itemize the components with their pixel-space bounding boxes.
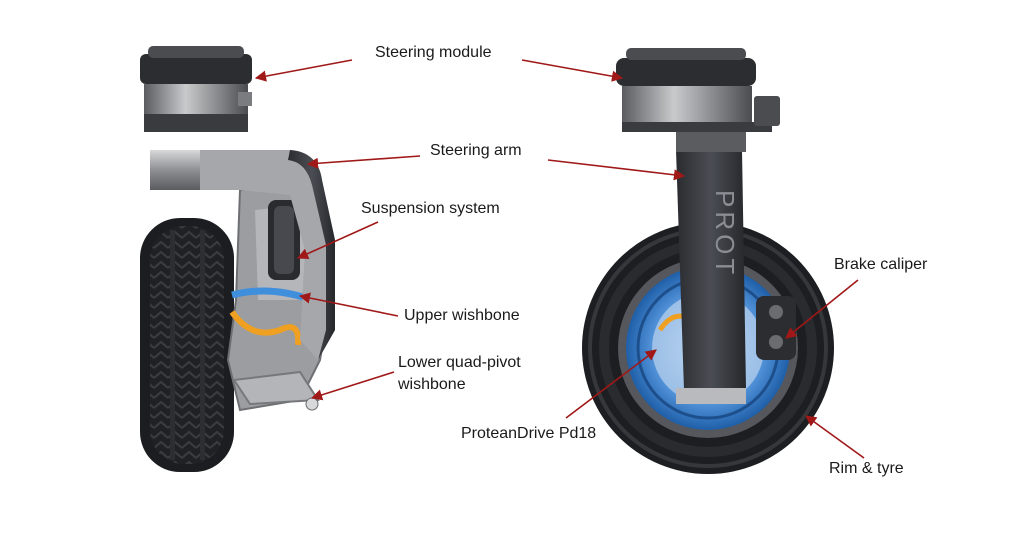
arrow-upper-wishbone bbox=[298, 292, 399, 317]
arrow-suspension-system bbox=[296, 221, 379, 259]
label-lower-wishbone-line2: wishbone bbox=[398, 376, 466, 393]
front-steering-arm: PROT bbox=[676, 150, 746, 404]
label-lower-wishbone-line1: Lower quad-pivot bbox=[398, 354, 521, 371]
arrow-rim-tyre bbox=[805, 415, 865, 459]
label-steering-arm: Steering arm bbox=[430, 142, 522, 159]
arrow-steering-arm-right bbox=[547, 159, 686, 181]
front-steering-module bbox=[616, 48, 780, 152]
side-steering-module bbox=[140, 46, 252, 132]
side-view-assembly bbox=[140, 46, 335, 472]
label-steering-module: Steering module bbox=[375, 44, 492, 61]
label-rim-tyre: Rim & tyre bbox=[829, 460, 904, 477]
arrow-brake-caliper bbox=[785, 279, 859, 339]
side-steering-arm bbox=[150, 150, 335, 360]
side-tyre bbox=[140, 218, 234, 472]
label-protean-drive: ProteanDrive Pd18 bbox=[461, 425, 597, 442]
arrow-steering-module-right bbox=[521, 59, 624, 82]
label-suspension-system: Suspension system bbox=[361, 200, 500, 217]
arm-branding-text: PROT bbox=[710, 190, 740, 278]
arrow-lower-wishbone bbox=[310, 371, 395, 401]
arrow-steering-arm-left bbox=[306, 155, 421, 169]
front-view-assembly: PROT bbox=[582, 48, 834, 474]
arrow-protean-drive bbox=[565, 349, 657, 419]
leader-lines bbox=[254, 59, 865, 459]
arrow-steering-module-left bbox=[254, 59, 353, 82]
label-brake-caliper: Brake caliper bbox=[834, 256, 928, 273]
side-hose bbox=[229, 310, 302, 346]
label-upper-wishbone: Upper wishbone bbox=[404, 307, 520, 324]
brake-caliper-part bbox=[756, 296, 796, 360]
